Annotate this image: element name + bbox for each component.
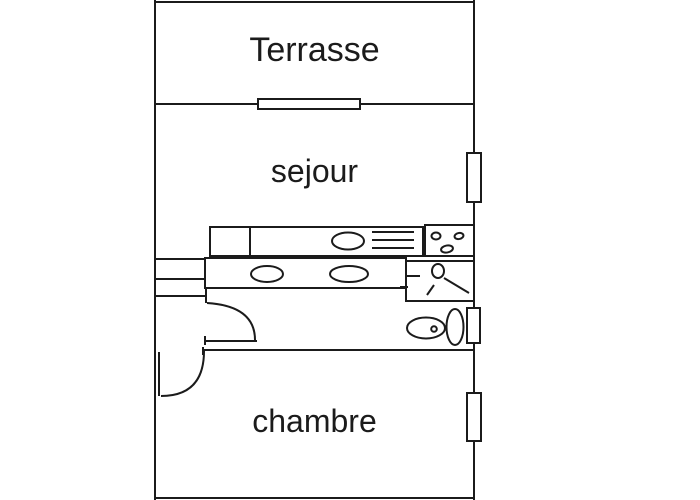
bathroom-window-icon <box>466 307 481 344</box>
shower-head-icon <box>400 263 470 296</box>
shower <box>405 260 475 302</box>
hall-door-swing-icon <box>204 302 257 345</box>
kitchen-island <box>204 257 407 289</box>
chambre-window-icon <box>466 392 482 442</box>
chambre-door-swing-icon <box>158 350 205 397</box>
kitchen-counter <box>209 226 424 257</box>
hob <box>424 224 475 257</box>
toilet-icon <box>406 308 465 346</box>
sejour-window-icon <box>466 152 482 203</box>
island-basin-2-icon <box>329 265 369 283</box>
drainer-lines-icon <box>372 231 414 249</box>
hob-burners-icon <box>430 231 465 254</box>
left-annex-walls <box>154 258 207 303</box>
island-basin-1-icon <box>250 265 284 283</box>
terrace-door-icon <box>257 98 361 110</box>
kitchen-sink-icon <box>331 231 365 251</box>
